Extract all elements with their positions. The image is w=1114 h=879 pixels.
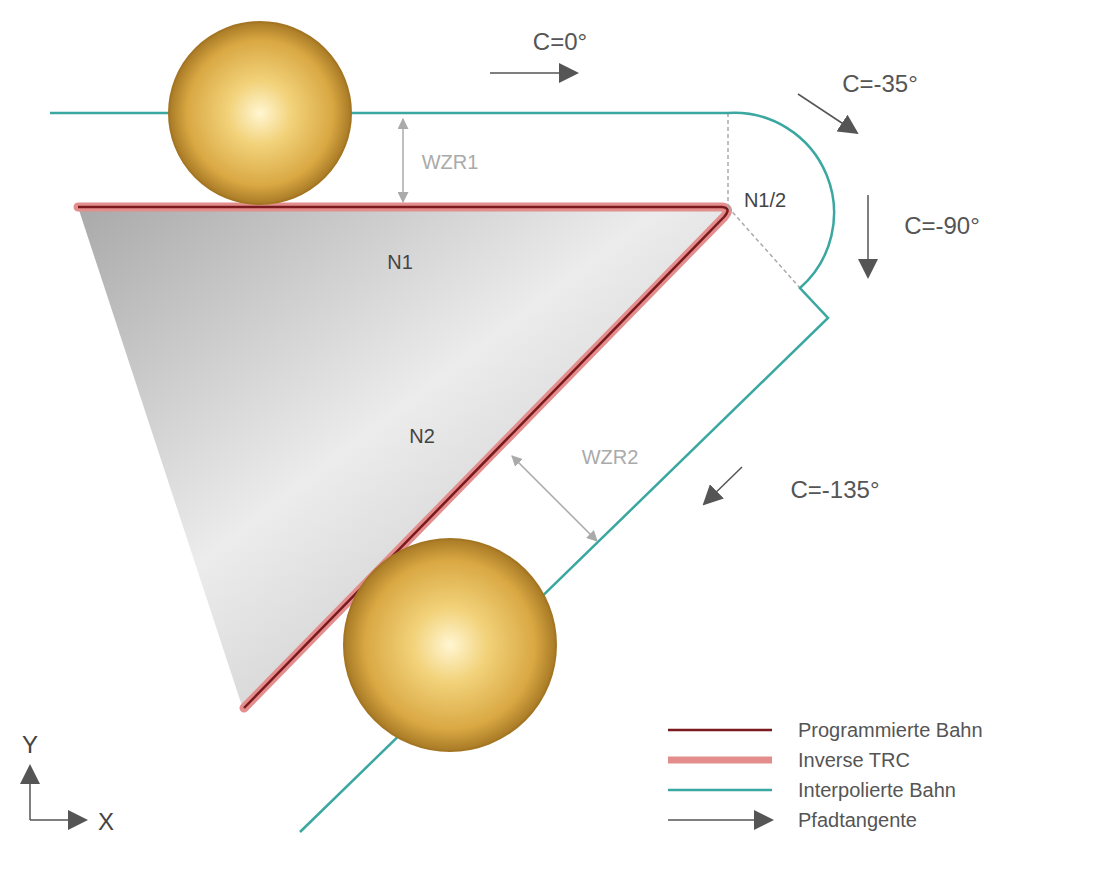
helper-line xyxy=(727,113,729,207)
dimension-label: WZR2 xyxy=(582,447,639,467)
angle-label: C=0° xyxy=(533,30,587,54)
legend-sample xyxy=(668,757,772,764)
legend-text: Pfadtangente xyxy=(798,810,917,830)
dimension-label: WZR1 xyxy=(422,152,479,172)
block-label: N1/2 xyxy=(744,190,786,210)
legend-text: Inverse TRC xyxy=(798,750,910,770)
legend-sample xyxy=(668,819,772,821)
legend-text: Programmierte Bahn xyxy=(798,720,983,740)
dimension-arrow xyxy=(512,456,597,541)
legend-sample xyxy=(668,789,772,792)
axis-arrow xyxy=(30,819,86,821)
tool xyxy=(169,22,351,204)
block-label: N1 xyxy=(387,252,413,272)
tool xyxy=(344,539,556,751)
angle-label: C=-35° xyxy=(842,72,918,96)
dimension-arrow xyxy=(402,119,404,202)
axis-arrow xyxy=(29,766,31,820)
angle-label: C=-135° xyxy=(791,478,880,502)
legend-text: Interpolierte Bahn xyxy=(798,780,956,800)
block-label: N2 xyxy=(409,426,435,446)
axis-label: X xyxy=(98,810,114,834)
axis-label: Y xyxy=(22,733,38,757)
tangent-arrow xyxy=(490,72,577,74)
legend-sample xyxy=(668,729,772,732)
tangent-arrow xyxy=(704,467,742,504)
angle-label: C=-90° xyxy=(904,214,980,238)
tangent-arrow xyxy=(798,94,857,133)
helper-line xyxy=(728,207,800,288)
tangent-arrow xyxy=(867,195,869,277)
interpolated-path xyxy=(50,113,834,832)
